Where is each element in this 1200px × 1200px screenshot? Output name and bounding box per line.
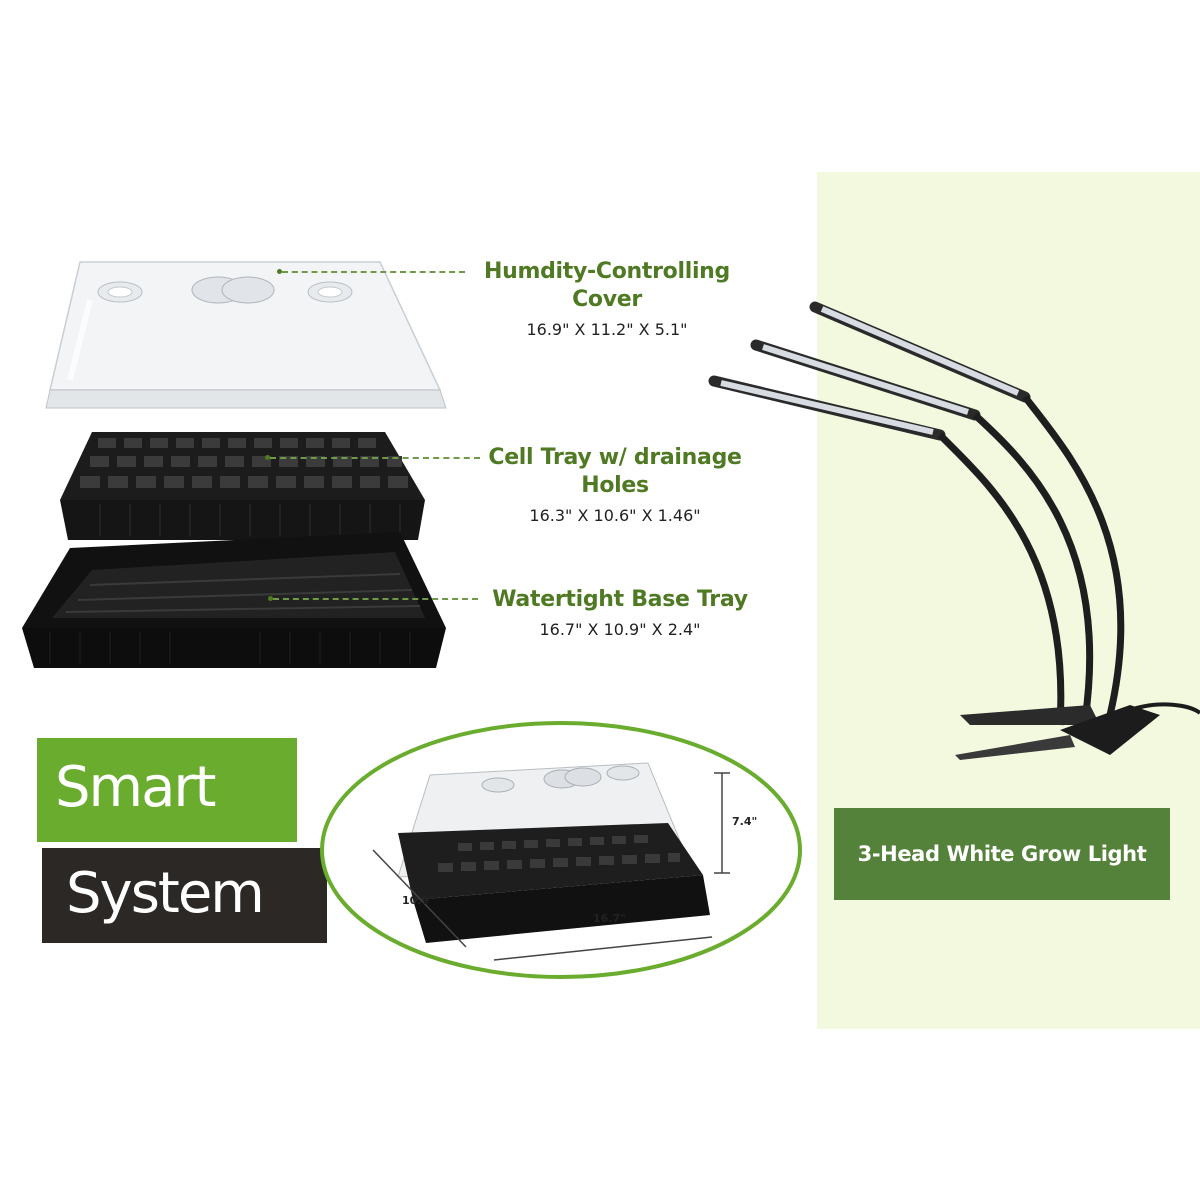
base-tray-image (22, 532, 446, 668)
cover-dimensions: 16.9" X 11.2" X 5.1" (526, 320, 688, 339)
cell-tray-label: Cell Tray w/ drainage Holes 16.3" X 10.6… (460, 444, 770, 526)
cover-callout-dot (277, 269, 282, 274)
cover-title-line2: Cover (572, 287, 642, 312)
humidity-cover-image (45, 261, 447, 409)
banner-system: System (42, 848, 327, 943)
banner-system-text: System (66, 861, 265, 926)
light-bar-1 (809, 301, 1031, 403)
assembled-length-label: 16.7" (593, 912, 626, 925)
base-tray-title: Watertight Base Tray (492, 587, 748, 612)
assembled-height-label: 7.4" (732, 815, 758, 828)
cell-tray-callout-dot (265, 455, 270, 460)
cell-tray-dimensions: 16.3" X 10.6" X 1.46" (529, 506, 701, 525)
cell-tray-image (60, 432, 425, 540)
cell-tray-title-line1: Cell Tray w/ drainage (488, 445, 742, 470)
base-tray-callout-dot (268, 596, 273, 601)
grow-light-label-tag: 3-Head White Grow Light (834, 808, 1170, 900)
assembled-width-label: 10.9" (402, 894, 435, 907)
cover-title-line1: Humdity-Controlling (483, 259, 730, 284)
grow-light-label-text: 3-Head White Grow Light (857, 842, 1147, 866)
base-tray-callout-line (273, 598, 478, 600)
cell-tray-title-line2: Holes (581, 473, 649, 498)
cell-tray-callout-line (270, 457, 480, 459)
base-tray-dimensions: 16.7" X 10.9" X 2.4" (539, 620, 701, 639)
base-tray-label: Watertight Base Tray 16.7" X 10.9" X 2.4… (465, 586, 775, 640)
light-clamp (955, 702, 1200, 760)
cover-label: Humdity-Controlling Cover 16.9" X 11.2" … (452, 258, 762, 340)
light-bar-3 (708, 375, 946, 441)
assembled-tray-illustration (320, 721, 802, 979)
light-bar-2 (750, 339, 981, 421)
grow-light-illustration (708, 301, 1200, 760)
banner-smart-text: Smart (55, 755, 216, 820)
banner-smart: Smart (37, 738, 297, 842)
exploded-tray-illustration (22, 261, 447, 668)
cover-callout-line (282, 271, 465, 273)
